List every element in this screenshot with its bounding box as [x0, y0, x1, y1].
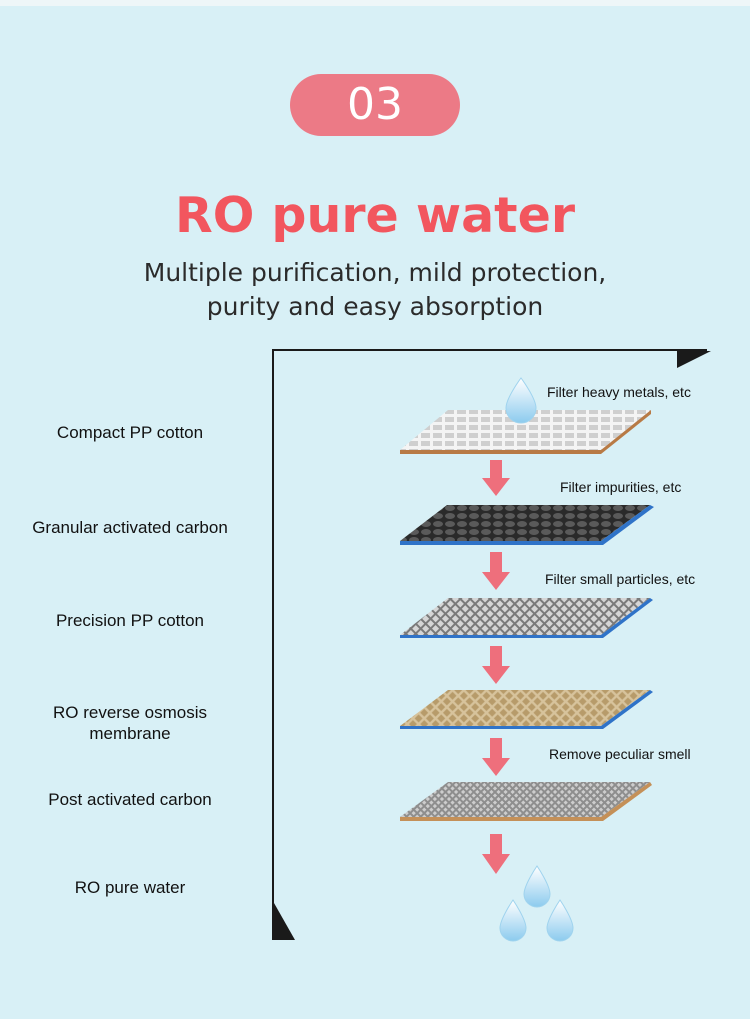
note-filter-small-particles: Filter small particles, etc [545, 571, 696, 587]
note-filter-heavy-metals: Filter heavy metals, etc [547, 384, 691, 400]
layer-label-granular-activated-carbon: Granular activated carbon [32, 518, 228, 537]
page-title: RO pure water [174, 187, 575, 244]
down-arrow-icon [482, 646, 510, 684]
subtitle-line-1: Multiple purification, mild protection, [143, 258, 607, 287]
top-strip [0, 0, 750, 6]
layer-label-ro-membrane-line-1: RO reverse osmosis [53, 703, 207, 722]
step-badge: 03 [290, 74, 460, 136]
tan-membrane-sheet-icon [400, 690, 653, 729]
layer-label-ro-membrane-line-2: membrane [89, 724, 171, 743]
layer-label-post-activated-carbon: Post activated carbon [48, 790, 212, 809]
top-corner-arrow [677, 351, 711, 368]
down-arrow-icon [482, 552, 510, 590]
note-remove-peculiar-smell: Remove peculiar smell [549, 746, 691, 762]
water-drops-icon [499, 865, 574, 942]
layer-label-ro-membrane: RO reverse osmosis membrane [0, 702, 260, 744]
white-mesh-sheet-icon [400, 410, 651, 454]
black-carbon-sheet-icon [400, 505, 654, 545]
bottom-corner-arrow [274, 903, 295, 940]
water-drop-icon [505, 377, 537, 424]
gray-mesh-sheet-icon [400, 598, 653, 638]
down-arrow-icon [482, 834, 510, 874]
subtitle-line-2: purity and easy absorption [206, 292, 544, 321]
layer-label-ro-pure-water: RO pure water [74, 878, 186, 897]
gray-fine-sheet-icon [400, 782, 652, 821]
layer-label-precision-pp-cotton: Precision PP cotton [55, 611, 205, 630]
down-arrow-icon [482, 738, 510, 776]
note-filter-impurities: Filter impurities, etc [560, 479, 682, 495]
subtitle: Multiple purification, mild protection, … [0, 256, 750, 324]
layer-label-compact-pp-cotton: Compact PP cotton [56, 423, 204, 442]
down-arrow-icon [482, 460, 510, 496]
